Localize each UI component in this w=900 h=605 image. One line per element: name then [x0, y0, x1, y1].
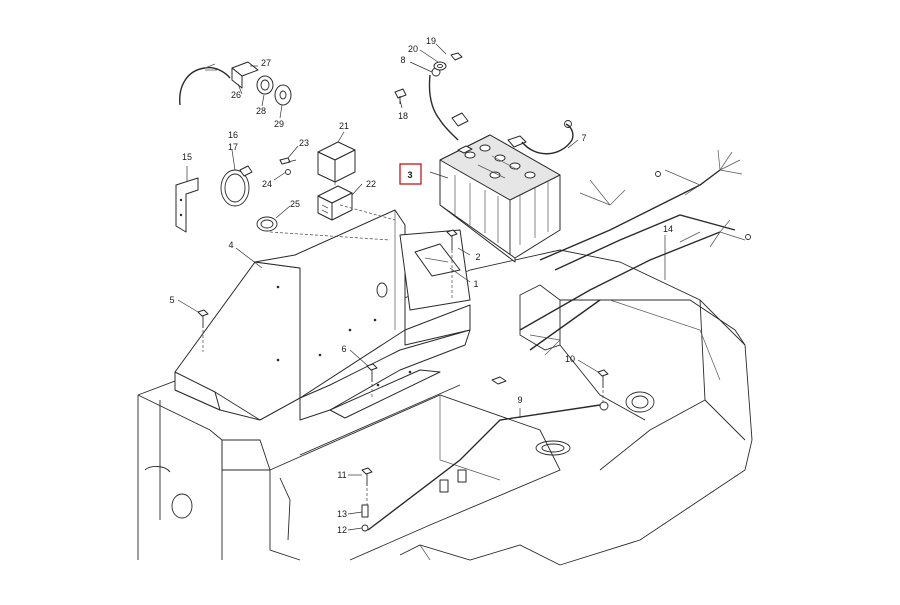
- grommet: [256, 216, 278, 232]
- callout-labels: 3 1 2 4 5 6 7 8 9 10 11 12 13 14 15 16 1…: [169, 36, 673, 535]
- small-bracket: [175, 177, 199, 233]
- callout-16[interactable]: 16: [228, 130, 238, 140]
- cables: [179, 63, 751, 531]
- relay-base: [317, 185, 353, 221]
- callout-1[interactable]: 1: [473, 279, 478, 289]
- callout-6[interactable]: 6: [341, 344, 346, 354]
- callout-24[interactable]: 24: [262, 179, 272, 189]
- terminal-hardware: [394, 52, 463, 104]
- callout-18[interactable]: 18: [398, 111, 408, 121]
- assembly-lines: [202, 182, 604, 505]
- callout-10[interactable]: 10: [565, 354, 575, 364]
- callout-26[interactable]: 26: [231, 90, 241, 100]
- callout-14[interactable]: 14: [663, 224, 673, 234]
- bolts: [197, 229, 609, 532]
- callout-13[interactable]: 13: [337, 509, 347, 519]
- callout-28[interactable]: 28: [256, 106, 266, 116]
- callout-2[interactable]: 2: [475, 252, 480, 262]
- leader-lines: [177, 43, 666, 531]
- relay: [317, 141, 356, 183]
- callout-22[interactable]: 22: [366, 179, 376, 189]
- callout-12[interactable]: 12: [337, 525, 347, 535]
- callout-4[interactable]: 4: [228, 240, 233, 250]
- chassis-frame: [137, 249, 753, 566]
- clamp-ring: [220, 165, 253, 207]
- callout-25[interactable]: 25: [290, 199, 300, 209]
- small-screws: [279, 157, 297, 175]
- battery: [439, 134, 561, 263]
- callout-21[interactable]: 21: [339, 121, 349, 131]
- callout-27[interactable]: 27: [261, 58, 271, 68]
- switch-assembly: [231, 61, 292, 106]
- callout-19[interactable]: 19: [426, 36, 436, 46]
- callout-9[interactable]: 9: [517, 395, 522, 405]
- highlight-box: [399, 163, 422, 185]
- callout-29[interactable]: 29: [274, 119, 284, 129]
- callout-15[interactable]: 15: [182, 152, 192, 162]
- battery-plate: [414, 243, 461, 277]
- callout-17[interactable]: 17: [228, 142, 238, 152]
- callout-23[interactable]: 23: [299, 138, 309, 148]
- mounting-bracket: [174, 209, 471, 421]
- callout-20[interactable]: 20: [408, 44, 418, 54]
- callout-5[interactable]: 5: [169, 295, 174, 305]
- callout-11[interactable]: 11: [337, 470, 346, 480]
- callout-3[interactable]: 3: [407, 170, 412, 180]
- callout-7[interactable]: 7: [581, 133, 586, 143]
- callout-8[interactable]: 8: [400, 55, 405, 65]
